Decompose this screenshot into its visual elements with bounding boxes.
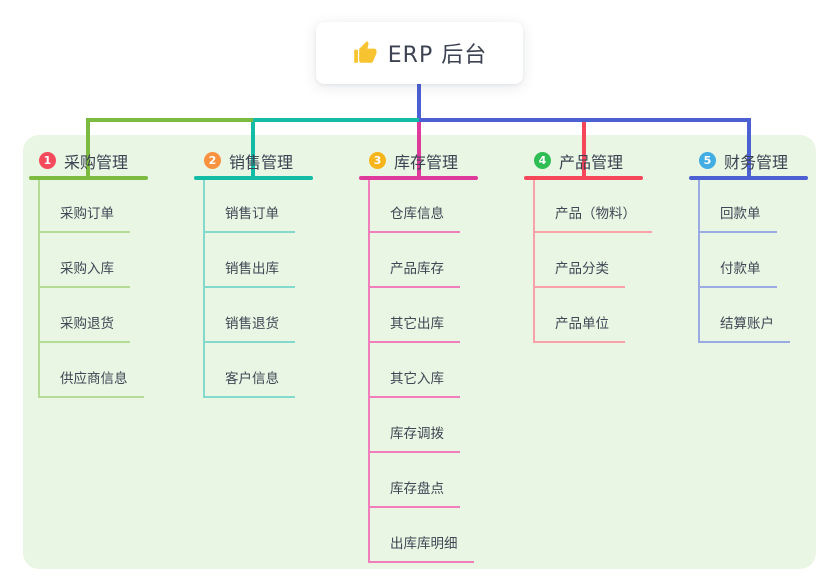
mindmap-node[interactable]: 仓库信息 <box>370 180 509 233</box>
node-label: 库存调拨 <box>370 422 460 453</box>
mindmap-node[interactable]: 采购入库 <box>40 233 179 288</box>
branches-panel <box>23 135 816 569</box>
node-label: 采购订单 <box>40 202 130 233</box>
branch-title: 采购管理 <box>64 152 129 172</box>
mindmap-node[interactable]: 其它出库 <box>370 288 509 343</box>
connector-drop-purchase <box>86 118 90 178</box>
mindmap-node[interactable]: 产品单位 <box>535 288 674 343</box>
mindmap-node[interactable]: 库存调拨 <box>370 398 509 453</box>
node-label: 产品（物料） <box>535 202 652 233</box>
mindmap-node[interactable]: 销售出库 <box>205 233 344 288</box>
connector-drop-sales <box>251 122 255 178</box>
branch-rule <box>524 176 643 180</box>
branch-title: 销售管理 <box>229 152 294 172</box>
branch-items: 回款单 付款单 结算账户 <box>698 180 839 343</box>
mindmap-node[interactable]: 库存盘点 <box>370 453 509 508</box>
node-label: 产品库存 <box>370 257 460 288</box>
mindmap-node[interactable]: 客户信息 <box>205 343 344 398</box>
branch-product: 4 产品管理 产品（物料） 产品分类 产品单位 <box>524 145 674 343</box>
thumbs-up-icon <box>352 40 378 66</box>
mindmap-node[interactable]: 销售订单 <box>205 180 344 233</box>
root-node[interactable]: ERP 后台 <box>316 22 523 84</box>
mindmap-node[interactable]: 产品库存 <box>370 233 509 288</box>
branch-finance: 5 财务管理 回款单 付款单 结算账户 <box>689 145 839 343</box>
node-label: 其它出库 <box>370 312 460 343</box>
branch-title: 产品管理 <box>559 152 624 172</box>
node-label: 产品单位 <box>535 312 625 343</box>
node-label: 库存盘点 <box>370 477 460 508</box>
node-label: 出库库明细 <box>370 532 474 563</box>
node-label: 产品分类 <box>535 257 625 288</box>
branch-sales-node[interactable]: 2 销售管理 <box>194 145 344 176</box>
connector-bus-right <box>419 118 751 122</box>
branch-rule <box>689 176 808 180</box>
mindmap-node[interactable]: 出库库明细 <box>370 508 509 563</box>
branch-rule <box>194 176 313 180</box>
branch-number-badge: 5 <box>699 152 716 169</box>
mindmap-node[interactable]: 销售退货 <box>205 288 344 343</box>
mindmap-node[interactable]: 付款单 <box>700 233 839 288</box>
node-label: 供应商信息 <box>40 367 144 398</box>
mindmap-node[interactable]: 采购订单 <box>40 180 179 233</box>
branch-rule <box>29 176 148 180</box>
branch-number-badge: 3 <box>369 152 386 169</box>
mindmap-node[interactable]: 其它入库 <box>370 343 509 398</box>
branch-purchase-node[interactable]: 1 采购管理 <box>29 145 179 176</box>
branch-items: 采购订单 采购入库 采购退货 供应商信息 <box>38 180 179 398</box>
node-label: 客户信息 <box>205 367 295 398</box>
branch-number-badge: 2 <box>204 152 221 169</box>
branch-items: 产品（物料） 产品分类 产品单位 <box>533 180 674 343</box>
branch-title: 财务管理 <box>724 152 789 172</box>
connector-bus-left <box>86 118 253 122</box>
branch-items: 仓库信息 产品库存 其它出库 其它入库 库存调拨 库存盘点 出库库明细 <box>368 180 509 563</box>
mindmap-node[interactable]: 回款单 <box>700 180 839 233</box>
branch-finance-node[interactable]: 5 财务管理 <box>689 145 839 176</box>
node-label: 采购退货 <box>40 312 130 343</box>
node-label: 付款单 <box>700 257 777 288</box>
node-label: 回款单 <box>700 202 777 233</box>
node-label: 销售退货 <box>205 312 295 343</box>
branch-items: 销售订单 销售出库 销售退货 客户信息 <box>203 180 344 398</box>
root-node-label: ERP 后台 <box>387 43 488 68</box>
node-label: 销售出库 <box>205 257 295 288</box>
branch-rule <box>359 176 478 180</box>
branch-sales: 2 销售管理 销售订单 销售出库 销售退货 客户信息 <box>194 145 344 398</box>
connector-drop-finance <box>747 118 751 178</box>
connector-drop-product <box>582 122 586 178</box>
node-label: 其它入库 <box>370 367 460 398</box>
mindmap-node[interactable]: 采购退货 <box>40 288 179 343</box>
node-label: 结算账户 <box>700 312 790 343</box>
mindmap-node[interactable]: 产品分类 <box>535 233 674 288</box>
mindmap-node[interactable]: 结算账户 <box>700 288 839 343</box>
mindmap-node[interactable]: 供应商信息 <box>40 343 179 398</box>
branch-purchase: 1 采购管理 采购订单 采购入库 采购退货 供应商信息 <box>29 145 179 398</box>
connector-drop-inventory <box>417 122 421 178</box>
mindmap-node[interactable]: 产品（物料） <box>535 180 674 233</box>
node-label: 销售订单 <box>205 202 295 233</box>
branch-product-node[interactable]: 4 产品管理 <box>524 145 674 176</box>
connector-root-stem <box>417 84 421 122</box>
connector-bus-mid <box>253 118 419 122</box>
branch-number-badge: 1 <box>39 152 56 169</box>
node-label: 仓库信息 <box>370 202 460 233</box>
node-label: 采购入库 <box>40 257 130 288</box>
branch-title: 库存管理 <box>394 152 459 172</box>
branch-inventory: 3 库存管理 仓库信息 产品库存 其它出库 其它入库 库存调拨 库存盘点 出库库… <box>359 145 509 563</box>
branch-number-badge: 4 <box>534 152 551 169</box>
branch-inventory-node[interactable]: 3 库存管理 <box>359 145 509 176</box>
